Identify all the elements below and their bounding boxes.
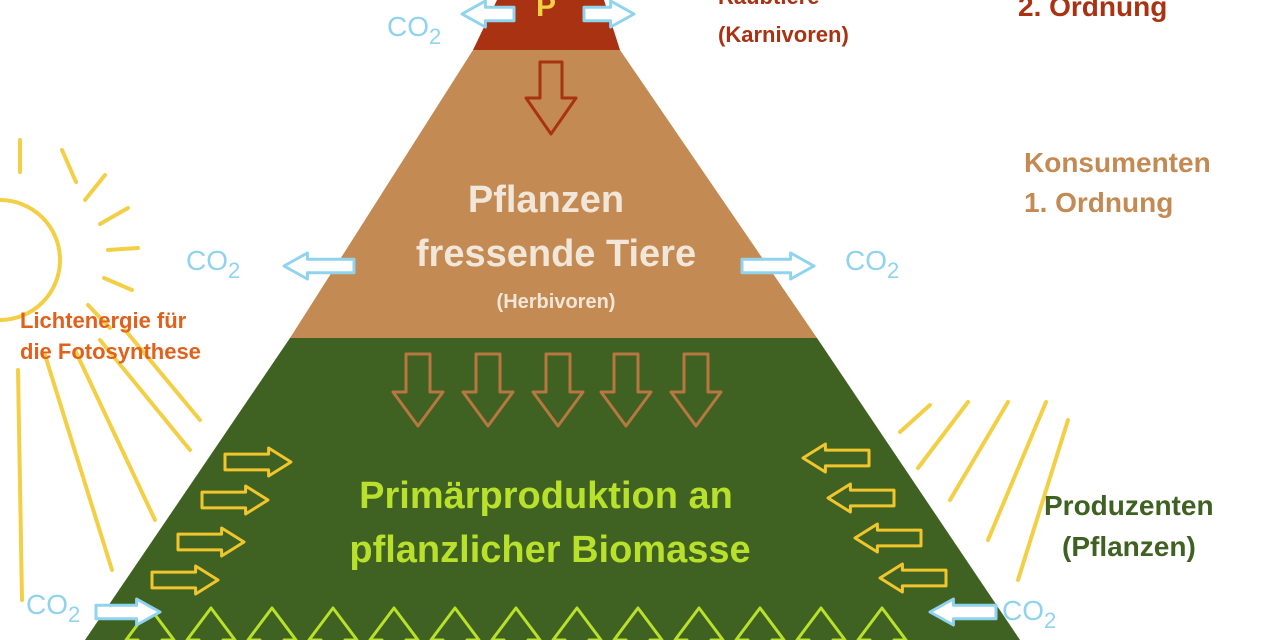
co2-exchange-arrows bbox=[94, 0, 998, 627]
bottom-tier-producers bbox=[85, 338, 1020, 640]
consumer1-label-line1: Konsumenten bbox=[1024, 147, 1211, 178]
sun-ray bbox=[106, 246, 140, 252]
light-input-arrow bbox=[200, 484, 270, 516]
co2-label-middle-left: CO2 bbox=[186, 245, 240, 283]
consumer1-label-line2: 1. Ordnung bbox=[1024, 187, 1173, 218]
light-input-arrow bbox=[223, 446, 293, 478]
herbivore-title-line2: fressende Tiere bbox=[416, 233, 696, 275]
consumer2-label: 2. Ordnung bbox=[1018, 0, 1167, 22]
carnivore-label-line2: (Karnivoren) bbox=[718, 22, 849, 47]
co2-arrow bbox=[460, 0, 516, 29]
light-input-arrows bbox=[150, 442, 948, 596]
herbivore-title-line1: Pflanzen bbox=[468, 179, 624, 221]
light-energy-label-line1: Lichtenergie für bbox=[20, 308, 187, 333]
sun-ray bbox=[60, 148, 78, 184]
producer-title-line2: pflanzlicher Biomasse bbox=[349, 529, 750, 571]
co2-label-middle-right: CO2 bbox=[845, 245, 899, 283]
light-ray bbox=[916, 400, 970, 470]
middle-tier-herbivores bbox=[290, 50, 817, 338]
light-ray bbox=[898, 403, 932, 434]
energy-flow-arrow bbox=[391, 352, 445, 428]
co2-arrow bbox=[94, 597, 162, 627]
light-ray bbox=[1016, 418, 1070, 582]
light-ray bbox=[986, 400, 1048, 542]
energy-flow-arrow bbox=[531, 352, 585, 428]
light-ray bbox=[948, 400, 1010, 502]
carnivore-label-line1: Raubtiere bbox=[718, 0, 819, 9]
light-ray bbox=[16, 368, 24, 602]
light-ray bbox=[123, 328, 202, 422]
energy-flow-arrows-middle bbox=[391, 352, 723, 428]
energy-flow-arrow-top bbox=[524, 60, 578, 136]
co2-arrow bbox=[282, 251, 356, 281]
co2-label-bottom-left: CO2 bbox=[26, 589, 80, 627]
herbivore-subtitle: (Herbivoren) bbox=[497, 291, 616, 313]
light-energy-label-line2: die Fotosynthese bbox=[20, 339, 201, 364]
sun-ray bbox=[83, 173, 107, 202]
sun-ray bbox=[102, 276, 134, 292]
light-input-arrow bbox=[878, 562, 948, 594]
light-input-arrow bbox=[853, 522, 923, 554]
sun-ray bbox=[98, 206, 130, 226]
light-ray bbox=[73, 348, 157, 522]
co2-label-bottom-right: CO2 bbox=[1002, 595, 1056, 633]
light-input-arrow bbox=[801, 442, 871, 474]
energy-flow-arrow bbox=[669, 352, 723, 428]
sun-icon bbox=[0, 138, 202, 602]
light-input-arrow bbox=[150, 564, 220, 596]
co2-arrow bbox=[582, 0, 636, 29]
sun-ray bbox=[86, 303, 112, 330]
producer-label-line1: Produzenten bbox=[1044, 490, 1214, 521]
energy-flow-arrow bbox=[461, 352, 515, 428]
co2-arrow bbox=[740, 251, 816, 281]
producer-title-line1: Primärproduktion an bbox=[359, 475, 733, 517]
light-input-arrow bbox=[176, 526, 246, 558]
producer-label-line2: (Pflanzen) bbox=[1062, 531, 1196, 562]
light-ray bbox=[43, 353, 114, 572]
co2-arrow bbox=[928, 597, 998, 627]
energy-flow-arrow bbox=[599, 352, 653, 428]
top-tier-letter: P bbox=[536, 0, 556, 23]
co2-label-top-left: CO2 bbox=[387, 11, 441, 49]
light-ray bbox=[98, 338, 192, 452]
light-input-arrow bbox=[826, 482, 896, 514]
light-rays-icon bbox=[898, 400, 1070, 582]
